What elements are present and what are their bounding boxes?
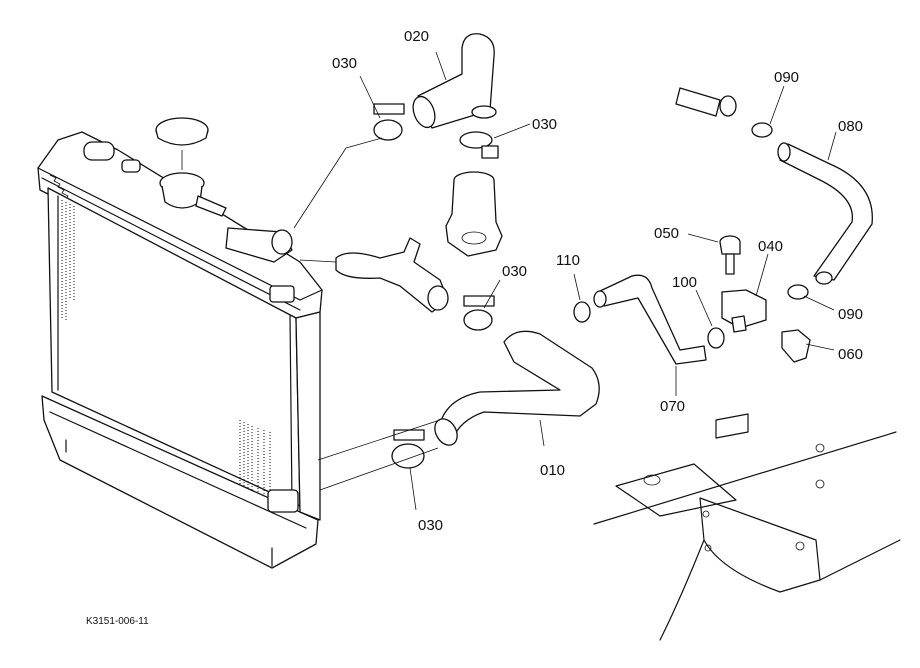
label-030-upper-right: 030 [532, 116, 557, 133]
label-070: 070 [660, 398, 685, 415]
hose-clamps-030 [373, 103, 499, 469]
label-020: 020 [404, 28, 429, 45]
thermostat-housing [445, 171, 503, 257]
part-labels: 020 030 030 030 030 010 110 070 100 050 … [86, 28, 863, 627]
radiator [37, 117, 323, 569]
hose-080 [777, 142, 873, 285]
leader-lines [293, 51, 837, 511]
label-040: 040 [758, 238, 783, 255]
label-030-middle: 030 [502, 263, 527, 280]
engine-frame [593, 413, 901, 641]
lower-hose-010 [434, 330, 600, 446]
bypass-hose-070 [593, 274, 707, 365]
inlet-pipe [335, 237, 449, 313]
valve-block-040 [721, 289, 767, 333]
bolt-050 [719, 235, 741, 275]
label-010: 010 [540, 462, 565, 479]
label-030-bottom: 030 [418, 517, 443, 534]
reference-code: K3151-006-11 [86, 616, 149, 627]
clamp-110 [573, 301, 591, 323]
label-060: 060 [838, 346, 863, 363]
clamp-100 [707, 327, 725, 349]
plug-060 [781, 329, 811, 363]
label-100: 100 [672, 274, 697, 291]
label-050: 050 [654, 225, 679, 242]
label-080: 080 [838, 118, 863, 135]
label-090-lower: 090 [838, 306, 863, 323]
label-090-upper: 090 [774, 69, 799, 86]
label-110: 110 [556, 252, 580, 269]
upper-hose-020 [412, 33, 497, 129]
label-030-upper-left: 030 [332, 55, 357, 72]
fittings-090 [675, 87, 809, 300]
